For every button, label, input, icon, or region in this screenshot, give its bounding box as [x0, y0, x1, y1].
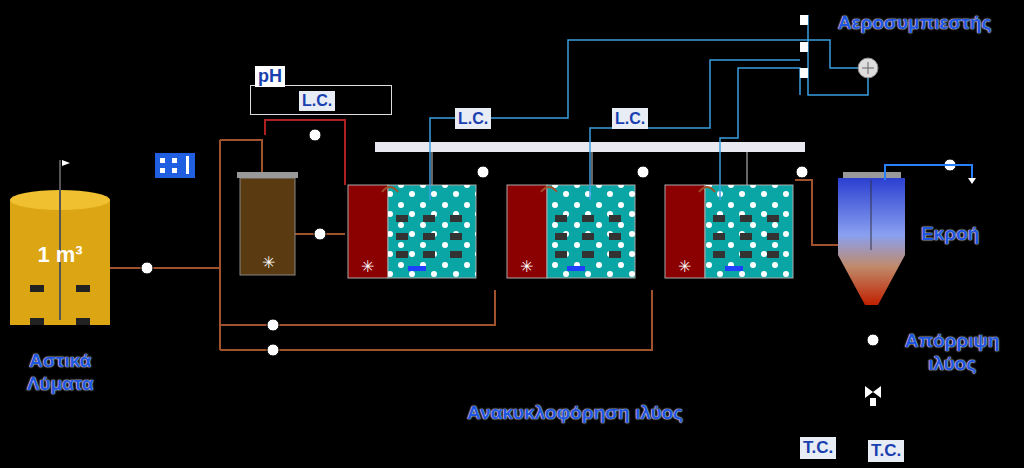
svg-text:✳: ✳ [520, 257, 533, 276]
node-text: L.C. [299, 91, 335, 111]
inflow-label: Αστικά Λύματα [10, 350, 110, 396]
node-text: 1 m³ [37, 242, 82, 268]
temperature-control: T.C. [868, 440, 904, 462]
temperature-control: T.C. [800, 437, 836, 459]
sludge-recycle-label: Ανακυκλοφόρηση ιλύος [420, 402, 730, 425]
level-control-label: L.C. [455, 108, 491, 129]
node-text: T.C. [800, 437, 836, 459]
node-text: pH [255, 66, 285, 87]
sludge-waste-label: Απόρριψη ιλύος [888, 330, 1016, 376]
svg-text:✳: ✳ [361, 257, 374, 276]
compressor-label: Αεροσυμπιεστής [812, 12, 1017, 35]
level-control-box: pHL.C. [250, 85, 392, 115]
svg-text:✳: ✳ [678, 257, 691, 276]
tank-volume: 1 m³ [10, 235, 110, 275]
mixer-symbol: ✳ [262, 253, 275, 272]
level-control-label: L.C. [612, 108, 648, 129]
node-text: T.C. [868, 440, 904, 462]
effluent-label: Εκροή [910, 223, 990, 246]
